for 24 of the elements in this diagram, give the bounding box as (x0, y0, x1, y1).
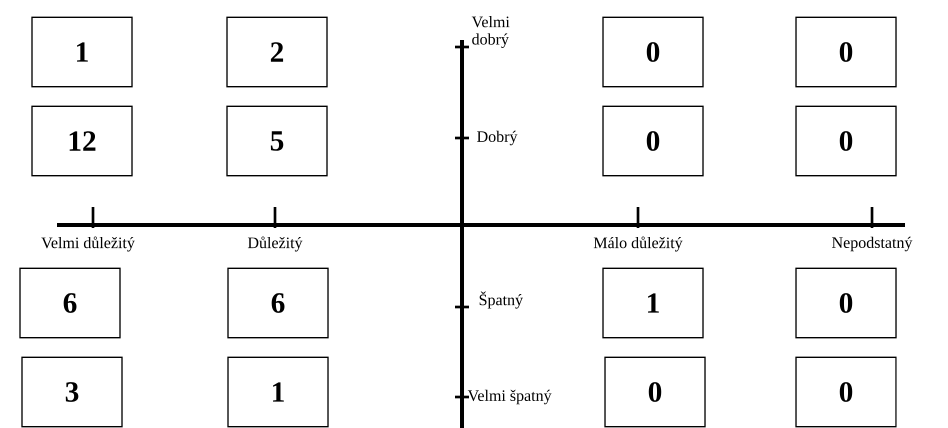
axis-label: Špatný (480, 291, 523, 309)
count-box: 0 (795, 356, 897, 428)
axis-label: Důležitý (248, 236, 302, 252)
count-box: 6 (227, 268, 329, 338)
axis-label: Dobrý (477, 130, 518, 146)
count-box: 1 (602, 268, 704, 338)
count-box: 3 (21, 356, 123, 428)
count-box: 2 (226, 16, 328, 88)
count-box: 0 (795, 106, 897, 176)
count-box: 0 (602, 106, 704, 176)
count-box: 1 (227, 356, 329, 428)
count-box: 1 (31, 16, 133, 88)
axis-label: Velmi dobrý (472, 16, 510, 48)
axis-label: Málo důležitý (594, 236, 683, 252)
axis-label: Velmi důležitý (41, 236, 135, 252)
count-box: 0 (602, 16, 704, 88)
axis-label: Nepodstatný (832, 236, 912, 252)
count-box: 6 (19, 268, 121, 338)
axis-label: Velmi špatný (468, 390, 552, 404)
count-box: 0 (795, 268, 897, 338)
count-box: 0 (604, 356, 706, 428)
count-box: 12 (31, 106, 133, 176)
count-box: 0 (795, 16, 897, 88)
count-box: 5 (226, 106, 328, 176)
